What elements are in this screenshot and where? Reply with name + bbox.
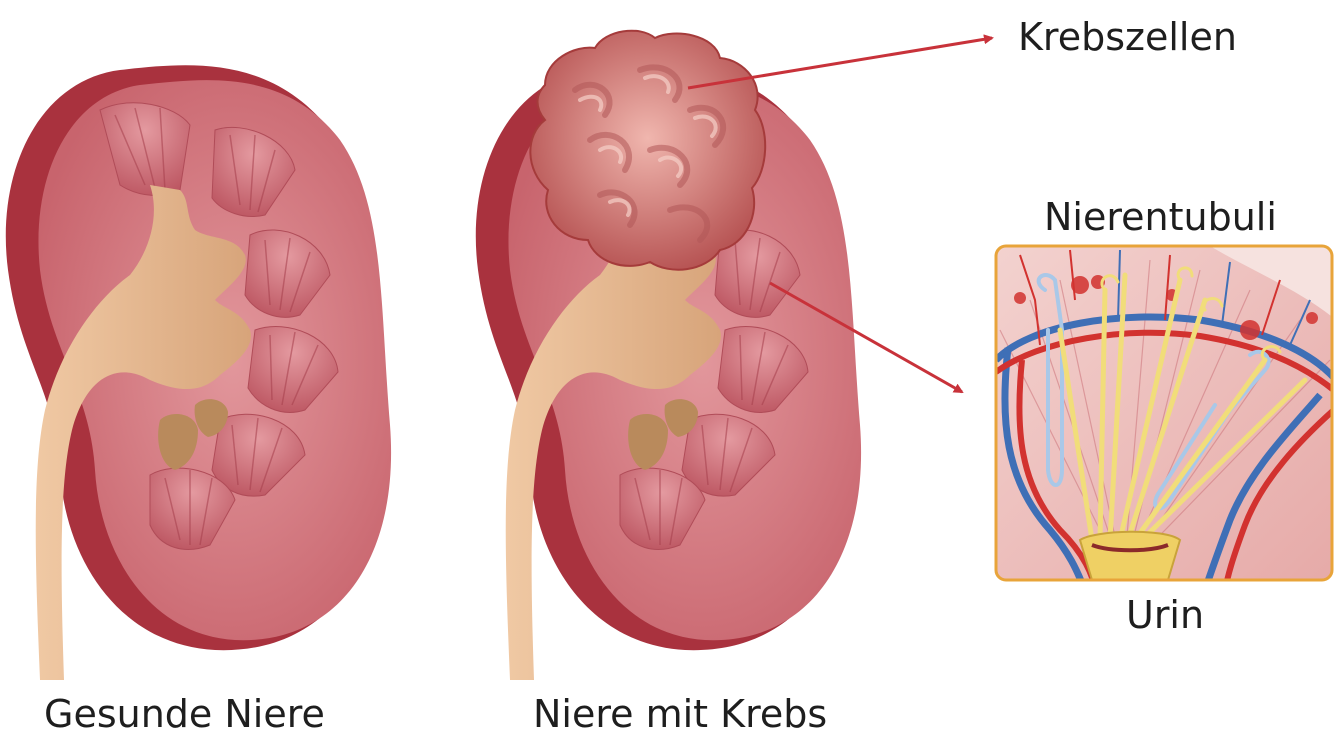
label-healthy-kidney: Gesunde Niere xyxy=(44,695,325,733)
label-renal-tubules: Nierentubuli xyxy=(1044,198,1277,236)
label-urine: Urin xyxy=(1126,596,1204,634)
healthy-kidney xyxy=(6,65,391,680)
tubules-inset xyxy=(996,246,1336,590)
kidney-with-cancer xyxy=(476,31,861,680)
label-cancer-cells: Krebszellen xyxy=(1018,18,1237,56)
label-kidney-with-cancer: Niere mit Krebs xyxy=(533,695,827,733)
tumor xyxy=(530,31,765,270)
